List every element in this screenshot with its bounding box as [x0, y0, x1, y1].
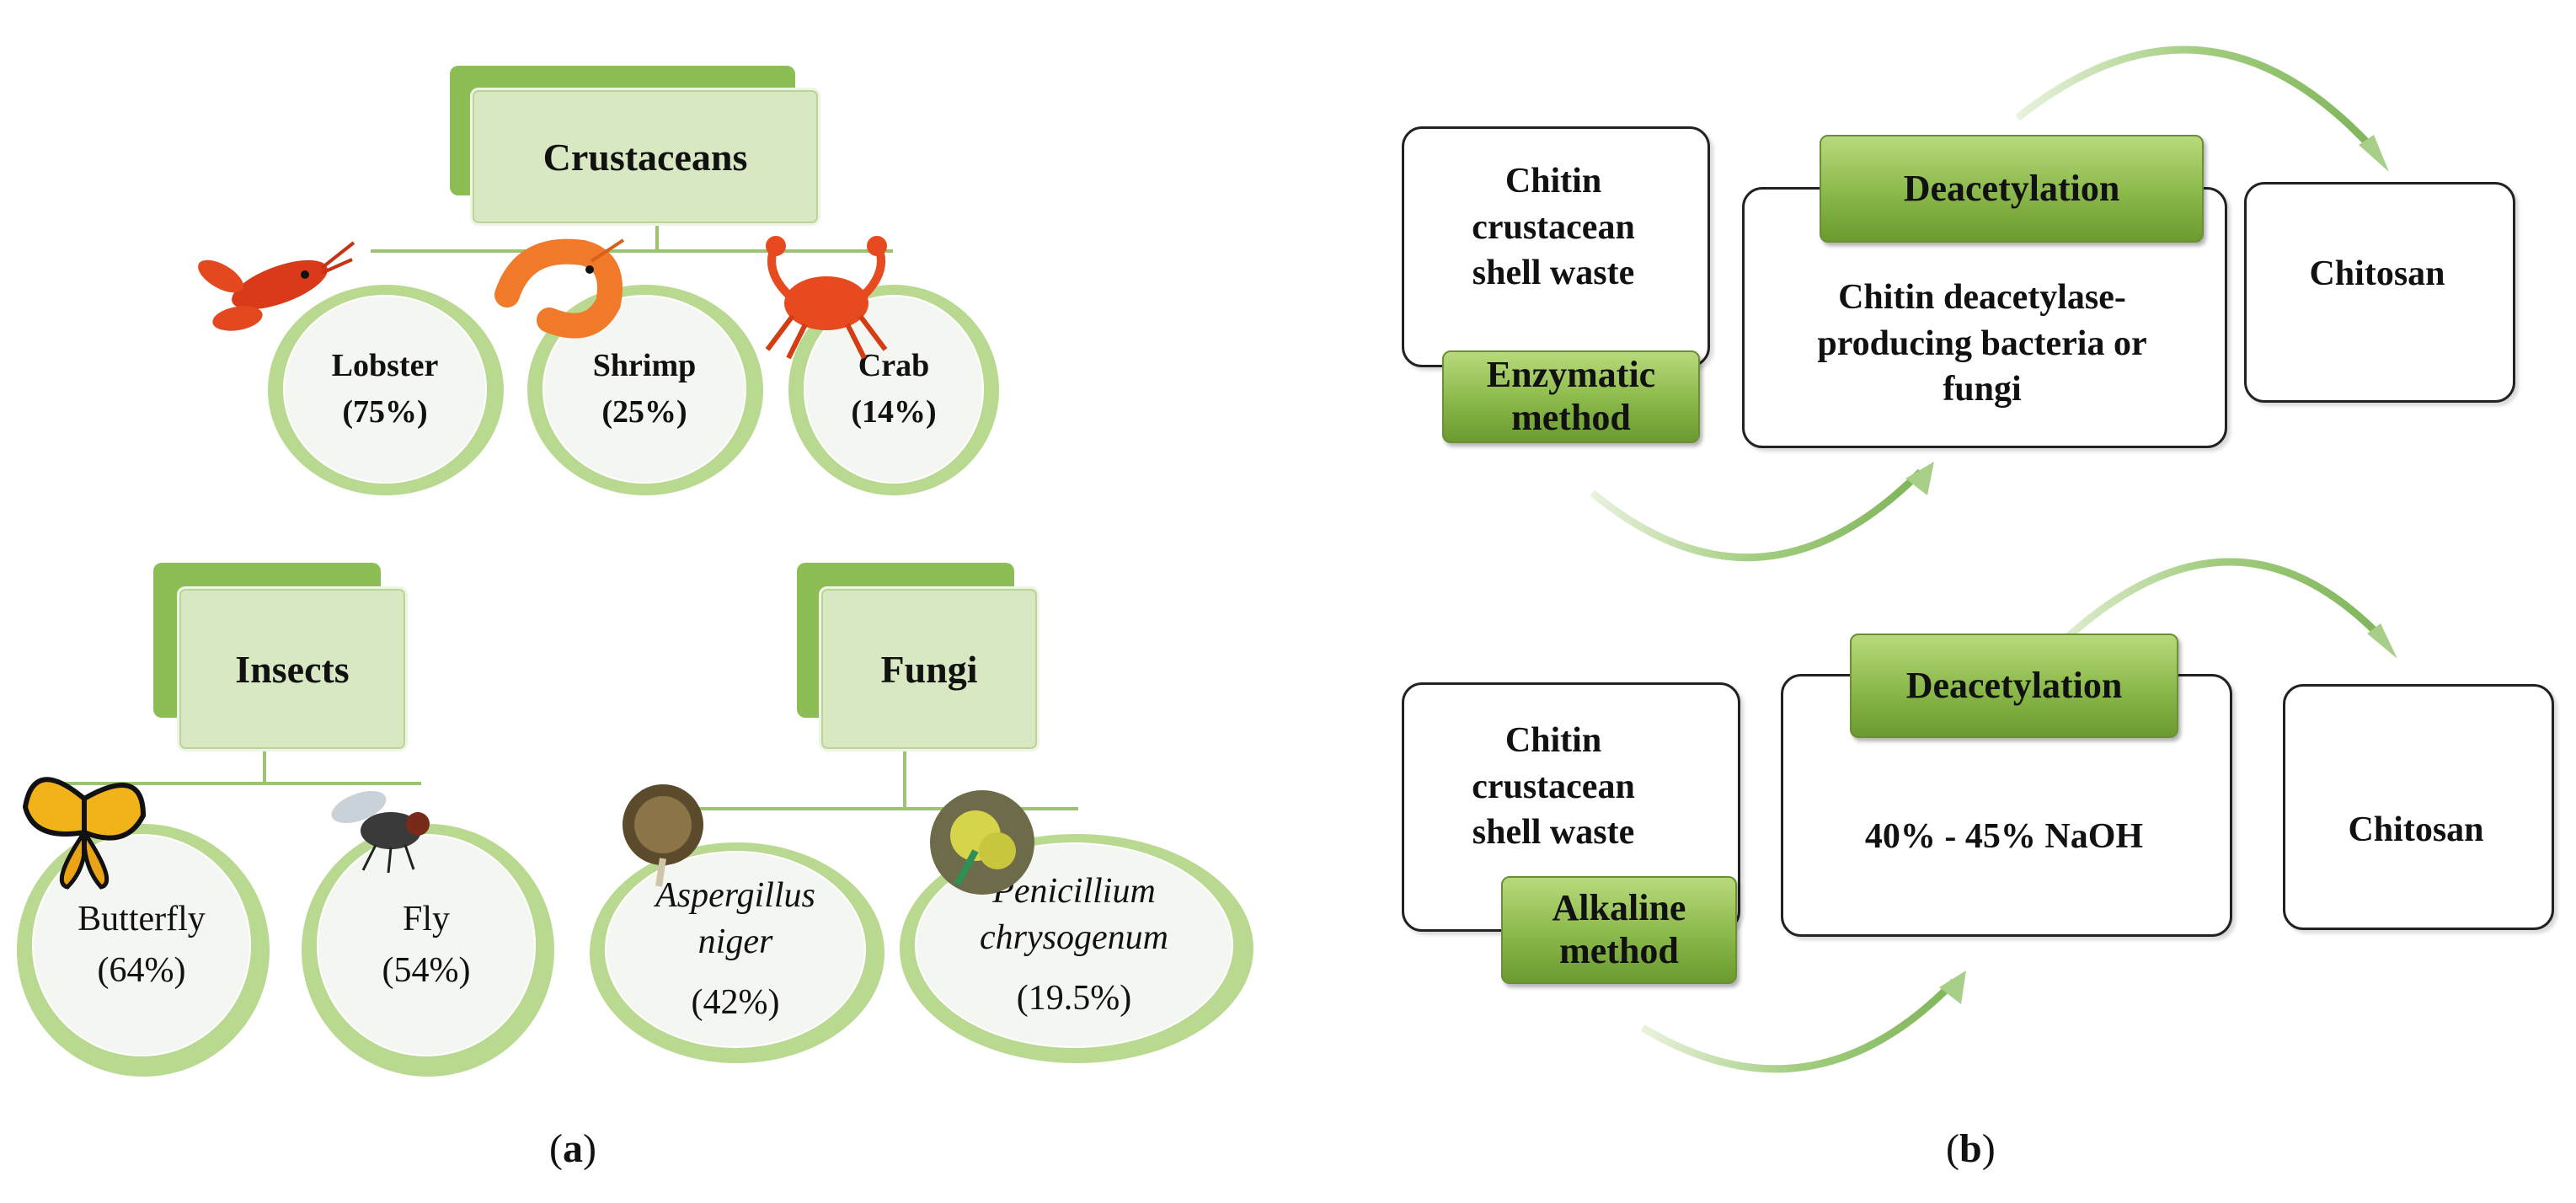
arrow-alkaline-curve	[1640, 978, 1958, 1073]
caption-a-letter: a	[562, 1126, 583, 1171]
alkaline-method-line2: method	[1559, 930, 1679, 971]
arrow-top-curve	[2015, 45, 2379, 155]
fly-label: Fly	[402, 900, 451, 939]
fly-icon	[331, 790, 430, 874]
butterfly-label: Butterfly	[77, 900, 206, 939]
enzymatic-deacetylation-text: Deacetylation	[1903, 167, 2120, 209]
lobster-label: Lobster	[331, 347, 439, 383]
lobster-icon	[198, 241, 355, 331]
fungi-connector-vertical	[903, 741, 906, 809]
crustaceans-connector-vertical	[655, 226, 659, 251]
enzymatic-agent-line2: producing bacteria or	[1817, 323, 2147, 363]
enzymatic-deacetylation-label: Deacetylation	[1820, 135, 2204, 243]
arrow-top-head	[2359, 135, 2389, 172]
enzymatic-method-line2: method	[1511, 397, 1631, 438]
crustaceans-title: Crustaceans	[542, 135, 748, 179]
insects-title: Insects	[235, 647, 350, 691]
crab-value: (14%)	[851, 394, 937, 430]
butterfly-value: (64%)	[97, 951, 186, 990]
arrow-enzymatic-head	[1905, 462, 1934, 495]
penicillium-node: Penicillium chrysogenum (19.5%)	[915, 842, 1233, 1048]
enzymatic-source-line1: Chitin	[1504, 162, 1602, 200]
lobster-value: (75%)	[342, 394, 428, 430]
shrimp-label: Shrimp	[592, 347, 697, 383]
alkaline-deacetylation-text: Deacetylation	[1905, 664, 2123, 706]
alkaline-deacetylation-label: Deacetylation	[1850, 634, 2178, 738]
butterfly-icon	[22, 777, 147, 890]
enzymatic-method-line1: Enzymatic	[1486, 354, 1656, 396]
enzymatic-product-text: Chitosan	[2309, 254, 2445, 293]
crab-icon	[765, 236, 888, 360]
arrow-middle-curve	[2035, 558, 2387, 669]
shrimp-icon	[494, 238, 625, 339]
alkaline-product-text: Chitosan	[2348, 810, 2484, 849]
alkaline-source-text: Chitin crustacean shell waste	[1402, 718, 1705, 856]
fungi-title: Fungi	[880, 647, 978, 691]
process-arrows	[1590, 45, 2397, 1073]
alkaline-product-box	[2283, 684, 2554, 930]
penicillium-icon	[930, 790, 1034, 895]
enzymatic-source-line2: crustacean	[1472, 207, 1635, 247]
arrow-alkaline-head	[1939, 970, 1966, 1004]
penicillium-label-line2: chrysogenum	[980, 917, 1168, 957]
caption-a: (a)	[549, 1126, 596, 1171]
enzymatic-agent-text: Chitin deacetylase- producing bacteria o…	[1742, 275, 2222, 413]
enzymatic-source-box	[1402, 126, 1710, 367]
fly-value: (54%)	[382, 951, 471, 990]
alkaline-source-line2: crustacean	[1472, 767, 1635, 806]
alkaline-method-line1: Alkaline	[1552, 887, 1686, 929]
shrimp-value: (25%)	[601, 394, 687, 430]
caption-b-letter: b	[1959, 1126, 1982, 1171]
aspergillus-icon	[623, 784, 703, 887]
crustaceans-connector-horizontal	[371, 249, 893, 253]
alkaline-method-label: Alkaline method	[1501, 876, 1737, 984]
fly-node: Fly (54%)	[317, 834, 536, 1056]
fungi-connector-horizontal	[657, 807, 1078, 810]
caption-b: (b)	[1946, 1126, 1996, 1171]
alkaline-source-line3: shell waste	[1472, 813, 1635, 853]
arrow-middle-head	[2367, 623, 2397, 659]
enzymatic-method-label: Enzymatic method	[1442, 350, 1700, 443]
alkaline-source-line1: Chitin	[1504, 721, 1602, 760]
enzymatic-source-line3: shell waste	[1472, 254, 1635, 293]
penicillium-value: (19.5%)	[1016, 979, 1132, 1019]
enzymatic-source-text: Chitin crustacean shell waste	[1402, 158, 1705, 297]
aspergillus-label-line1: Aspergillus	[655, 876, 815, 916]
aspergillus-value: (42%)	[691, 983, 780, 1023]
crab-node: Crab (14%)	[804, 295, 984, 484]
lobster-node: Lobster (75%)	[283, 295, 487, 484]
crab-label: Crab	[858, 347, 930, 383]
aspergillus-label-line2: niger	[697, 922, 773, 961]
arrow-enzymatic-curve	[1590, 468, 1924, 562]
shrimp-node: Shrimp (25%)	[542, 295, 746, 484]
enzymatic-product-box	[2244, 182, 2515, 403]
aspergillus-node: Aspergillus niger (42%)	[605, 851, 866, 1048]
enzymatic-agent-line1: Chitin deacetylase-	[1838, 278, 2126, 317]
alkaline-agent-text: 40% - 45% NaOH	[1864, 817, 2144, 856]
insects-connector-vertical	[263, 741, 266, 783]
enzymatic-agent-line3: fungi	[1943, 370, 2022, 409]
insects-connector-horizontal	[59, 782, 421, 785]
